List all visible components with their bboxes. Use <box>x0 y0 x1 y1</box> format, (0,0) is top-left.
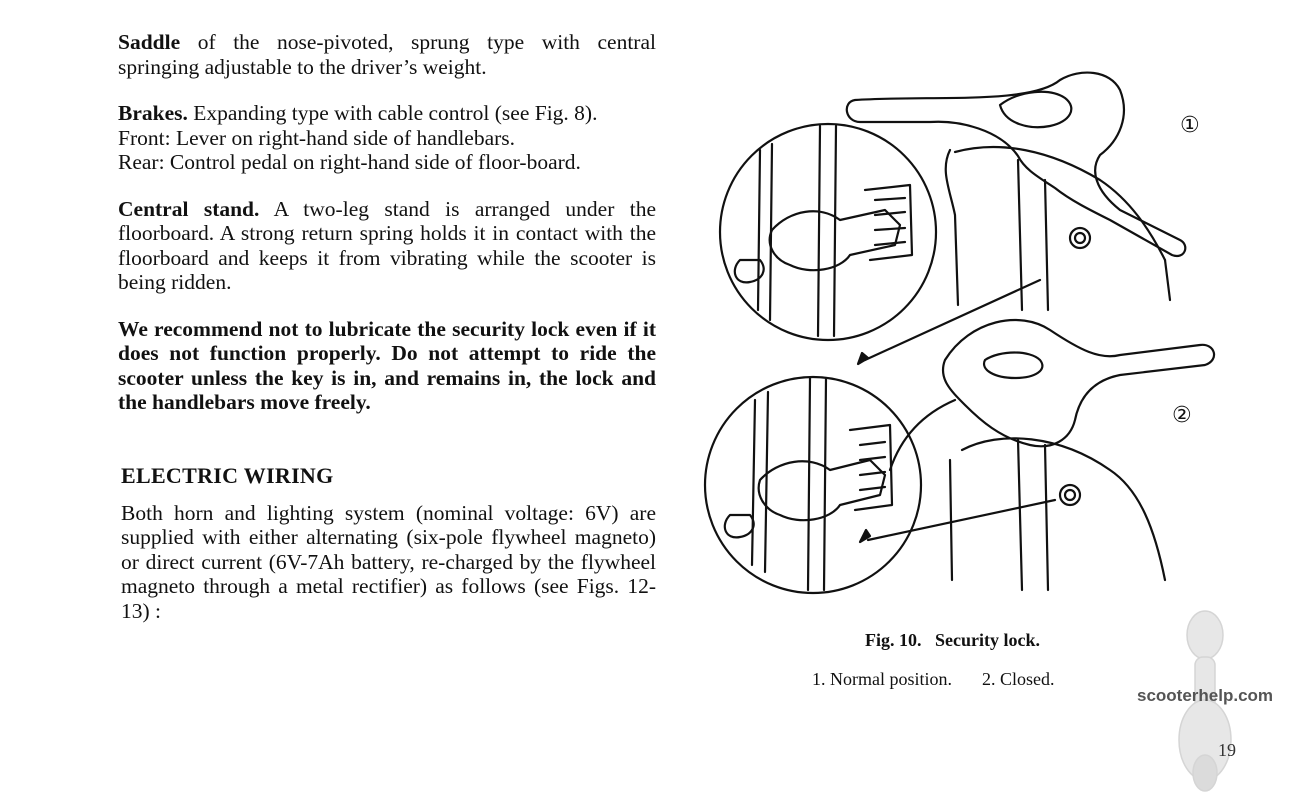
manual-text-column: Saddle of the nose-pivoted, sprung type … <box>118 30 656 623</box>
brakes-text: Expanding type with cable control (see F… <box>187 101 598 125</box>
lock-warning: We recommend not to lubricate the securi… <box>118 316 656 415</box>
brakes-rear: Rear: Control pedal on right-hand side o… <box>118 150 581 174</box>
figure-caption-number: Fig. 10. <box>865 630 922 650</box>
stand-paragraph: Central stand. A two-leg stand is arrang… <box>118 197 656 295</box>
stand-label: Central stand. <box>118 196 260 221</box>
stand-text: A two-leg stand is arranged under the fl… <box>118 196 656 295</box>
saddle-label: Saddle <box>118 30 181 54</box>
figure-legend-2: 2. Closed. <box>982 669 1055 689</box>
security-lock-illustration: ① ② <box>703 71 1216 595</box>
figure-caption: Fig. 10. Security lock. <box>865 630 1040 651</box>
page-number: 19 <box>1218 740 1236 760</box>
brakes-front: Front: Lever on right-hand side of handl… <box>118 125 516 150</box>
electric-wiring-text: Both horn and lighting system (nominal v… <box>121 500 656 623</box>
electric-wiring-heading: ELECTRIC WIRING <box>121 462 334 488</box>
watermark-text: scooterhelp.com <box>1137 686 1274 705</box>
scooter-watermark-icon <box>1178 610 1232 792</box>
figure-legend-1: 1. Normal position. <box>812 669 952 689</box>
figure-marker-1: ① <box>1180 113 1200 138</box>
figure-legend: 1. Normal position. 2. Closed. <box>812 669 1085 690</box>
brakes-paragraph: Brakes. Expanding type with cable contro… <box>118 101 656 175</box>
figure-marker-2: ② <box>1172 403 1192 428</box>
figure-caption-title: Security lock. <box>935 630 1040 650</box>
saddle-paragraph: Saddle of the nose-pivoted, sprung type … <box>118 30 656 79</box>
saddle-text: of the nose-pivoted, sprung type with ce… <box>118 30 656 79</box>
brakes-label: Brakes. <box>118 101 188 125</box>
